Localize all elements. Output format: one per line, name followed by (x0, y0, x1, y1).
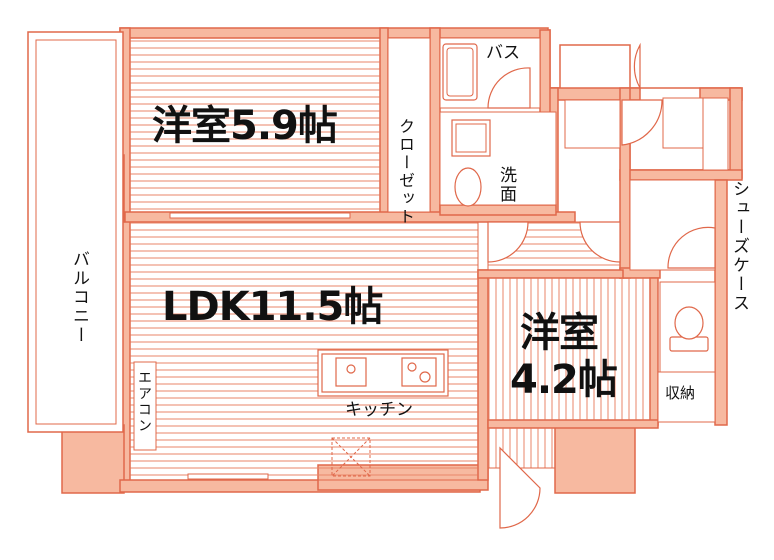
closet-floor (387, 37, 431, 213)
window-frames (169, 212, 351, 480)
western-room-2-floor-lower (487, 427, 556, 469)
kitchen-label: キッチン (345, 400, 413, 420)
toilet-icon (669, 306, 709, 352)
ldk-label: LDK11.5帖 (162, 284, 383, 330)
bath-label: バス (486, 43, 520, 63)
western-room-2-floor (487, 277, 651, 421)
balcony-area (27, 31, 124, 433)
kitchen-counter (317, 349, 449, 397)
western-room-1-floor (129, 37, 381, 213)
storage-label: 収納 (665, 384, 696, 402)
aircon-box (133, 361, 157, 451)
aircon-label: エアコン (136, 370, 152, 434)
refrigerator-space-icon (331, 437, 371, 477)
balcony-label: バルコニー (69, 250, 89, 345)
closet-label: クローゼット (396, 118, 415, 226)
washing-machine-icon (454, 167, 482, 207)
western-room-2-label-line1: 洋室 (520, 310, 599, 356)
shoe-case-label: シューズケース (729, 180, 749, 313)
washroom-label: 洗面 (496, 166, 516, 204)
western-room-2-label-line2: 4.2帖 (510, 357, 618, 403)
storage-floor (657, 371, 716, 423)
western-room-1-label: 洋室5.9帖 (152, 103, 338, 149)
door-swing-icon (487, 42, 716, 529)
